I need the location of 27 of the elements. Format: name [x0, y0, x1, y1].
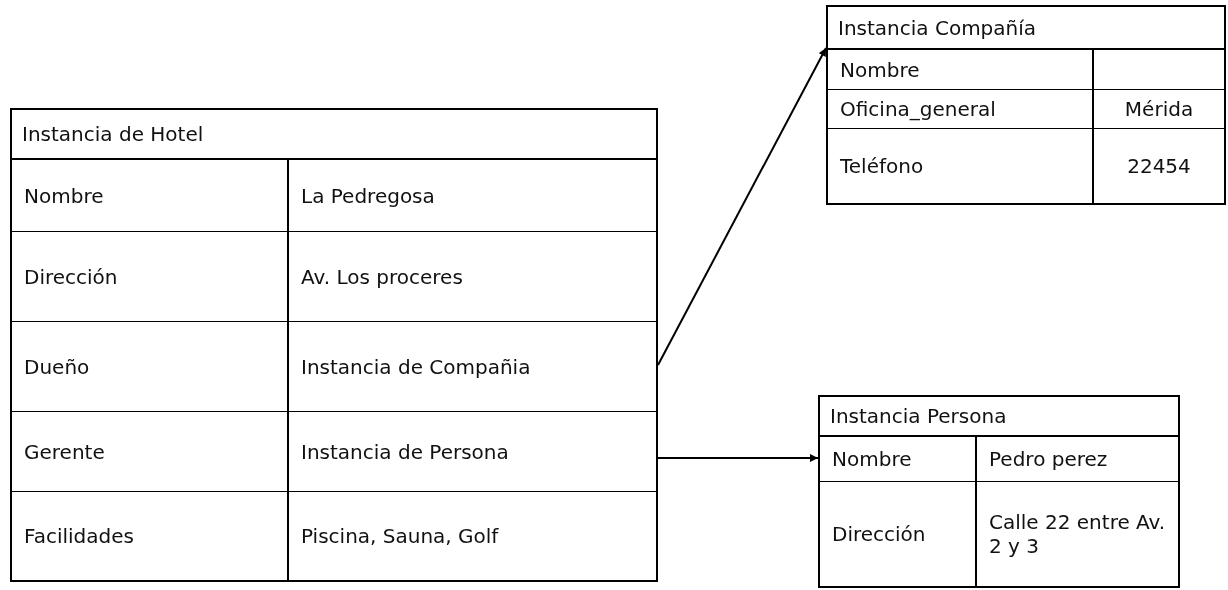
- instance-table: [10, 108, 658, 582]
- arrow: [657, 454, 819, 462]
- attribute-value: La Pedregosa: [301, 183, 435, 208]
- attribute-name: Dueño: [24, 354, 90, 379]
- table-title: Instancia Compañía: [828, 7, 1224, 50]
- attribute-value: Instancia de Persona: [301, 439, 509, 464]
- attribute-name: Gerente: [24, 439, 105, 464]
- attribute-name: Nombre: [24, 183, 104, 208]
- attribute-value: Piscina, Sauna, Golf: [301, 524, 499, 548]
- attribute-name: Nombre: [840, 57, 920, 82]
- attribute-value: 22454: [1127, 154, 1191, 178]
- instance-table: [818, 395, 1180, 588]
- attribute-name: Nombre: [832, 447, 912, 471]
- attribute-name: Oficina_general: [840, 97, 996, 121]
- table-title: Instancia de Hotel: [12, 110, 656, 160]
- instance-table: [826, 5, 1226, 205]
- attribute-value: Av. Los proceres: [301, 264, 463, 289]
- attribute-value: Pedro perez: [989, 447, 1108, 471]
- attribute-value: Mérida: [1124, 97, 1194, 121]
- attribute-value: Calle 22 entre Av. 2 y 3: [989, 510, 1166, 558]
- attribute-name: Dirección: [24, 264, 118, 289]
- attribute-name: Facilidades: [24, 524, 134, 548]
- attribute-name: Teléfono: [840, 154, 924, 178]
- table-title: Instancia Persona: [820, 397, 1178, 437]
- attribute-value: Instancia de Compañia: [301, 354, 531, 379]
- arrow: [657, 47, 827, 366]
- attribute-name: Dirección: [832, 522, 926, 546]
